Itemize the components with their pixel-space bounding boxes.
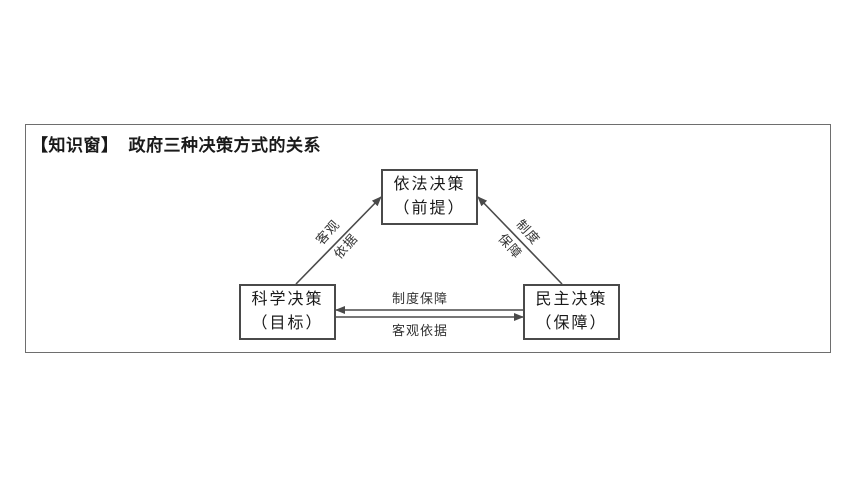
arrow-left-to-top <box>295 196 382 285</box>
heading-tag: 【知识窗】 <box>31 136 119 156</box>
node-democratic-decision-role: （保障） <box>535 313 608 332</box>
heading-title: 政府三种决策方式的关系 <box>128 136 321 156</box>
node-lawful-decision-name: 依法决策 <box>393 174 466 193</box>
edge-label-right-to-left: 制度保障 <box>392 292 449 307</box>
knowledge-window-panel: 【知识窗】政府三种决策方式的关系 <box>25 124 831 353</box>
node-lawful-decision-role: （前提） <box>393 198 466 217</box>
node-scientific-decision: 科学决策 （目标） <box>239 284 336 340</box>
node-lawful-decision: 依法决策 （前提） <box>381 169 478 225</box>
arrow-right-to-top <box>477 196 563 285</box>
panel-heading: 【知识窗】政府三种决策方式的关系 <box>31 131 321 156</box>
edge-label-left-to-right: 客观依据 <box>392 324 449 339</box>
node-scientific-decision-role: （目标） <box>251 313 324 332</box>
node-democratic-decision: 民主决策 （保障） <box>523 284 620 340</box>
node-scientific-decision-name: 科学决策 <box>251 289 324 308</box>
node-democratic-decision-name: 民主决策 <box>535 289 608 308</box>
